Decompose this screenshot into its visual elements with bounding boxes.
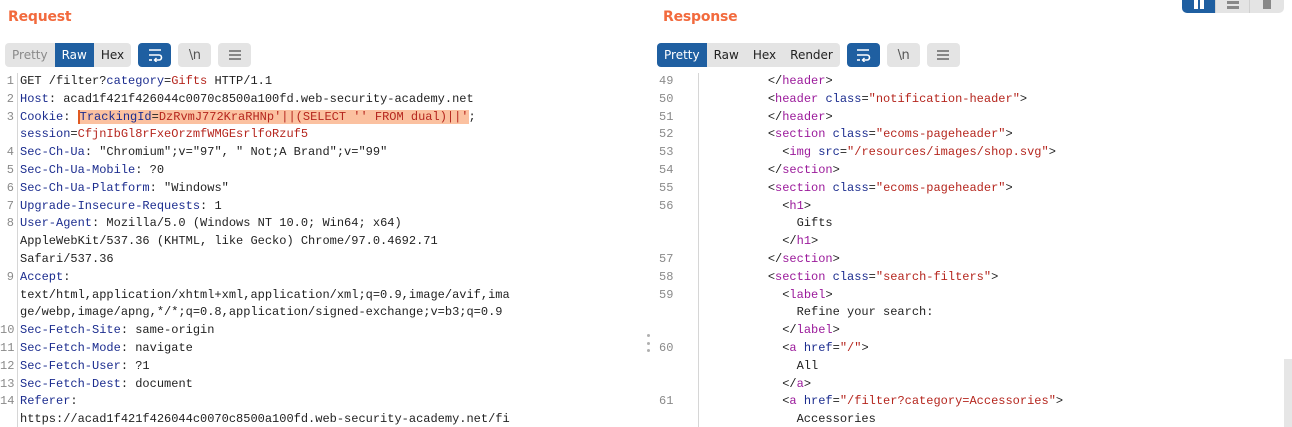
request-tab-hex[interactable]: Hex [100, 48, 125, 62]
response-line: 61 <a href="/filter?category=Accessories… [655, 393, 1292, 412]
response-line: 57 </section> [655, 250, 1292, 269]
request-line: 6 Sec-Ch-Ua-Platform: "Windows" [0, 179, 648, 198]
request-menu-button[interactable] [218, 43, 252, 67]
request-line: 11 Sec-Fetch-Mode: navigate [0, 339, 648, 358]
response-toolbar: Pretty Raw Hex Render \n [657, 43, 960, 67]
request-title: Request [8, 9, 72, 25]
request-tab-pretty[interactable]: Pretty [12, 48, 48, 62]
request-line: 2 Host: acad1f421f426044c0070c8500a100fd… [0, 90, 648, 109]
response-view-tabs: Pretty Raw Hex Render [657, 43, 840, 67]
response-title: Response [663, 9, 738, 25]
response-tab-raw[interactable]: Raw [713, 48, 739, 62]
request-line: 12 Sec-Fetch-User: ?1 [0, 357, 648, 376]
response-line: Accessories [655, 411, 1292, 427]
request-wrap-button[interactable] [138, 43, 172, 67]
request-line-cookie: 3 Cookie: TrackingId=DzRvmJ772KraRHNp'||… [0, 108, 648, 127]
response-tab-render[interactable]: Render [790, 48, 833, 62]
response-wrap-button[interactable] [846, 43, 880, 67]
response-line: Gifts [655, 215, 1292, 234]
response-line: 59 <label> [655, 286, 1292, 305]
layout-side-by-side-button[interactable] [1182, 0, 1216, 13]
response-tab-pretty[interactable]: Pretty [657, 43, 707, 67]
response-editor[interactable]: 49 </header>50 <header class="notificati… [655, 73, 1292, 427]
request-line: 10 Sec-Fetch-Site: same-origin [0, 322, 648, 340]
request-line: 9 Accept: [0, 268, 648, 287]
response-line: 51 </header> [655, 108, 1292, 127]
response-line: 50 <header class="notification-header"> [655, 90, 1292, 109]
request-view-tabs: Pretty Raw Hex [5, 43, 132, 67]
response-tab-hex[interactable]: Hex [752, 48, 777, 62]
single-pane-icon [1263, 0, 1271, 9]
request-line: 5 Sec-Ch-Ua-Mobile: ?0 [0, 161, 648, 180]
request-toolbar: Pretty Raw Hex \n [5, 43, 252, 67]
side-by-side-icon [1193, 0, 1204, 9]
response-pane: Response Pretty Raw Hex Render \n 49 </h… [655, 0, 1292, 427]
response-line: Refine your search: [655, 304, 1292, 323]
word-wrap-icon [857, 49, 871, 62]
response-line: 54 </section> [655, 161, 1292, 180]
response-line: </h1> [655, 233, 1292, 251]
layout-stacked-button[interactable] [1216, 0, 1250, 13]
request-editor[interactable]: 1 GET /filter?category=Gifts HTTP/1.1 2 … [0, 73, 648, 427]
hamburger-menu-icon [228, 50, 241, 60]
response-line: All [655, 357, 1292, 376]
hamburger-menu-icon [937, 50, 950, 60]
request-line: 1 GET /filter?category=Gifts HTTP/1.1 [0, 73, 648, 91]
request-tab-raw[interactable]: Raw [54, 43, 94, 67]
pane-splitter-handle[interactable] [645, 334, 651, 352]
response-line: 55 <section class="ecoms-pageheader"> [655, 179, 1292, 198]
word-wrap-icon [148, 49, 162, 62]
layout-single-button[interactable] [1250, 0, 1284, 13]
response-line: 60 <a href="/"> [655, 339, 1292, 358]
stacked-rows-icon [1226, 1, 1239, 9]
response-line: 49 </header> [655, 73, 1292, 91]
request-line: 13 Sec-Fetch-Dest: document [0, 375, 648, 394]
request-line: 7 Upgrade-Insecure-Requests: 1 [0, 197, 648, 216]
response-line: </label> [655, 322, 1292, 340]
request-newline-button[interactable]: \n [178, 43, 212, 67]
response-line: 52 <section class="ecoms-pageheader"> [655, 126, 1292, 145]
layout-toggle [1182, 0, 1284, 13]
response-line: </a> [655, 375, 1292, 394]
request-line: 14 Referer: [0, 393, 648, 412]
newline-icon: \n [897, 47, 910, 63]
response-line: 56 <h1> [655, 197, 1292, 216]
response-line: 53 <img src="/resources/images/shop.svg"… [655, 144, 1292, 162]
request-line: 4 Sec-Ch-Ua: "Chromium";v="97", " Not;A … [0, 144, 648, 162]
response-line: 58 <section class="search-filters"> [655, 268, 1292, 287]
request-pane: Request Pretty Raw Hex \n 1 GET /filter?… [0, 9, 648, 427]
response-scrollbar[interactable] [1284, 359, 1292, 427]
selected-injection-text[interactable]: TrackingId=DzRvmJ772KraRHNp'||(SELECT ''… [77, 109, 469, 124]
response-menu-button[interactable] [926, 43, 960, 67]
request-line: 8 User-Agent: Mozilla/5.0 (Windows NT 10… [0, 215, 648, 234]
newline-icon: \n [188, 47, 201, 63]
response-newline-button[interactable]: \n [886, 43, 920, 67]
